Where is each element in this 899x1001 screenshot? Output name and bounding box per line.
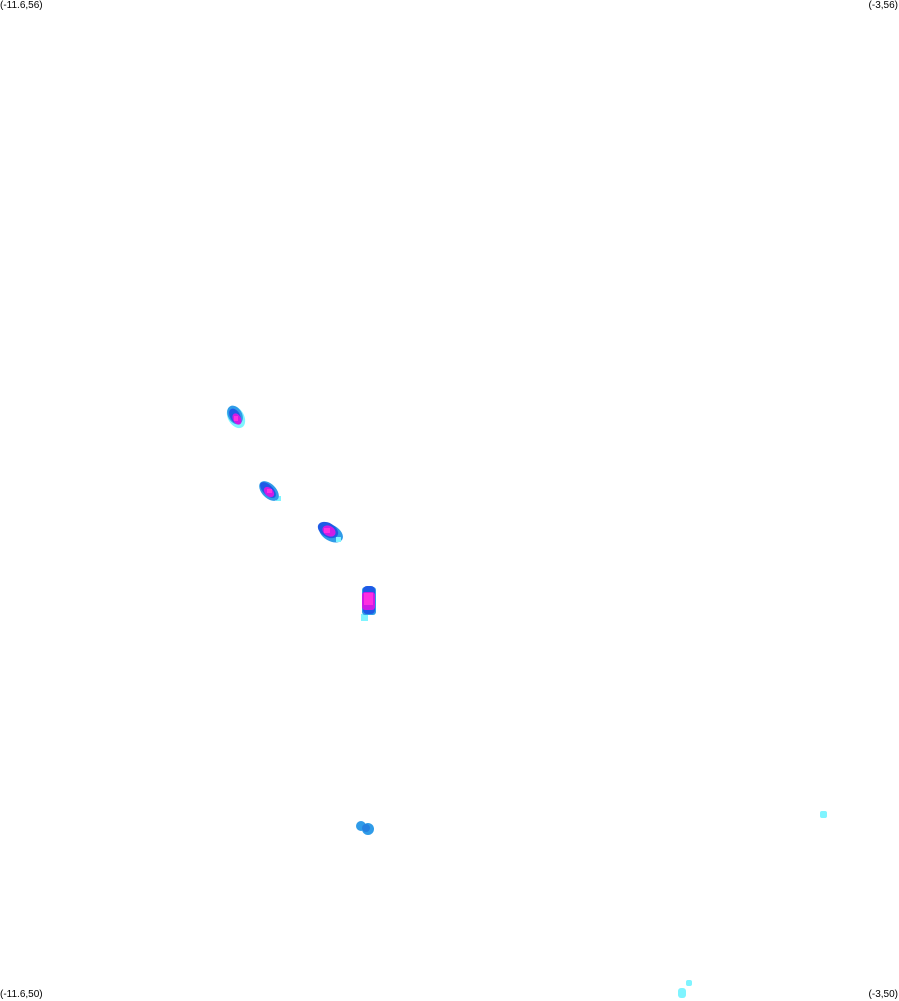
echo-cluster-2: [259, 481, 281, 501]
echo-cluster-1: [226, 405, 246, 429]
corner-label-bottom-right: (-3,50): [868, 989, 898, 1000]
corner-label-top-left: (-11.6,56): [0, 0, 43, 11]
echo-cluster-3: [317, 521, 343, 543]
corner-label-top-right: (-3,56): [868, 0, 898, 11]
echo-speck-south: [678, 980, 692, 998]
echo-speck-east: [820, 811, 827, 818]
echo-cluster-4: [361, 586, 376, 621]
echo-cluster-5: [356, 821, 374, 835]
corner-label-bottom-left: (-11.6,50): [0, 989, 43, 1000]
